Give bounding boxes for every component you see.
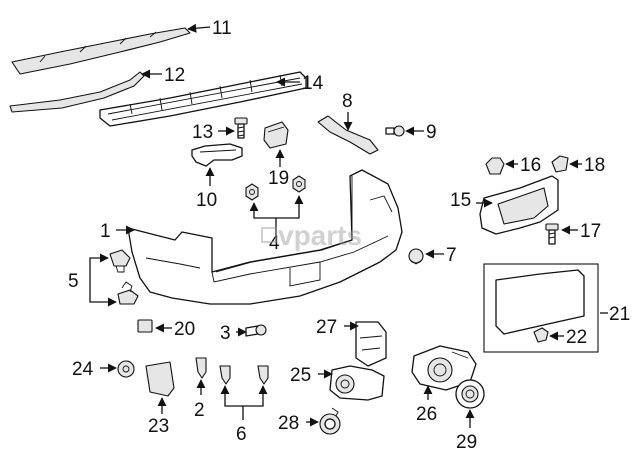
screw-9-part[interactable] xyxy=(385,125,405,137)
callout-23: 23 xyxy=(148,416,169,437)
clip-6a-part[interactable] xyxy=(219,365,231,385)
callout-22: 22 xyxy=(566,327,587,348)
callout-3: 3 xyxy=(220,323,231,344)
reinforcement-part[interactable] xyxy=(99,71,307,127)
callout-13: 13 xyxy=(192,122,213,143)
clip-6b-part[interactable] xyxy=(257,365,269,385)
nut-4b-part[interactable] xyxy=(292,175,306,193)
callout-19: 19 xyxy=(268,168,289,189)
svg-text:vparts: vparts xyxy=(278,220,362,251)
callout-8: 8 xyxy=(342,91,353,112)
nut-4a-part[interactable] xyxy=(245,183,259,201)
callout-27: 27 xyxy=(316,317,337,338)
callout-25: 25 xyxy=(290,365,311,386)
ring-28-part[interactable] xyxy=(319,407,341,435)
callout-28: 28 xyxy=(278,413,299,434)
callout-1: 1 xyxy=(100,221,111,242)
callout-11: 11 xyxy=(212,18,232,39)
retainer-5a-part[interactable] xyxy=(109,249,131,273)
side-bracket-8-part[interactable] xyxy=(317,115,379,155)
callout-2: 2 xyxy=(194,400,205,421)
sensor-26-part[interactable] xyxy=(411,345,477,391)
clip-2-part[interactable] xyxy=(195,357,207,379)
group-box-21 xyxy=(483,263,599,353)
callout-24: 24 xyxy=(72,359,94,380)
bumper-cover-part[interactable] xyxy=(127,169,403,305)
callout-21: 21 xyxy=(609,304,630,325)
bolt-13-part[interactable] xyxy=(234,117,248,139)
step-cover-21-part[interactable] xyxy=(495,269,585,335)
sensor-retainer-27-part[interactable] xyxy=(355,321,387,367)
callout-18: 18 xyxy=(584,155,605,176)
cover-23-part[interactable] xyxy=(145,361,175,397)
grommet-24-part[interactable] xyxy=(117,360,135,378)
callout-20: 20 xyxy=(174,319,195,340)
bolt-17-part[interactable] xyxy=(545,223,559,245)
callout-29: 29 xyxy=(456,432,477,453)
watermark-logo: vparts xyxy=(261,220,362,251)
clip-7-part[interactable] xyxy=(408,248,424,265)
side-bracket-15-part[interactable] xyxy=(479,175,559,235)
absorber-upper-part[interactable] xyxy=(11,27,191,75)
callout-14: 14 xyxy=(302,73,324,94)
callout-10: 10 xyxy=(196,190,217,211)
sensor-25-part[interactable] xyxy=(329,365,385,401)
callout-4: 4 xyxy=(269,233,280,254)
callout-7: 7 xyxy=(446,245,457,266)
ring-29-part[interactable] xyxy=(455,379,485,409)
clip-22-part[interactable] xyxy=(533,327,549,343)
clip-18-part[interactable] xyxy=(551,155,569,173)
bracket-10-part[interactable] xyxy=(191,143,243,167)
callout-26: 26 xyxy=(416,404,437,425)
callout-16: 16 xyxy=(520,155,541,176)
pad-20-part[interactable] xyxy=(137,319,153,333)
screw-3-part[interactable] xyxy=(245,324,267,337)
callout-6: 6 xyxy=(236,424,247,445)
callout-9: 9 xyxy=(426,122,437,143)
retainer-5b-part[interactable] xyxy=(117,281,139,305)
callout-12: 12 xyxy=(164,65,185,86)
callout-5: 5 xyxy=(68,271,79,292)
callout-15: 15 xyxy=(450,190,471,211)
callout-17: 17 xyxy=(580,221,601,242)
grommet-16-part[interactable] xyxy=(485,157,505,175)
clip-19-part[interactable] xyxy=(263,121,289,149)
